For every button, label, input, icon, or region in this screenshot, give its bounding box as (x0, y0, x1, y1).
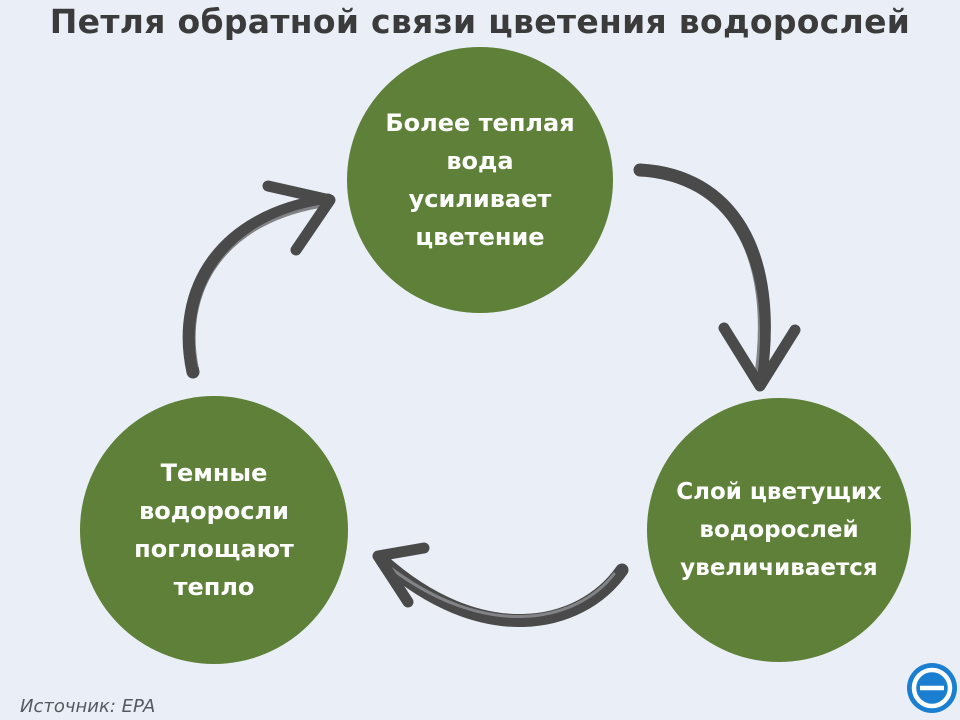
cycle-node-warmer-water: Более теплая вода усиливает цветение (347, 47, 613, 313)
page-title: Петля обратной связи цветения водорослей (49, 2, 911, 41)
arrow-left-to-top (182, 180, 336, 379)
node-label: Слой цветущих водорослей увеличивается (676, 479, 882, 581)
cycle-node-dark-algae: Темные водоросли поглощают тепло (80, 396, 348, 664)
source-caption: Источник: EPA (20, 696, 156, 717)
arrow-right-to-left (372, 542, 629, 627)
node-label: Более теплая вода усиливает цветение (385, 109, 575, 251)
arrow-top-to-right (633, 163, 801, 392)
cycle-node-bloom-layer: Слой цветущих водорослей увеличивается (647, 398, 911, 662)
circle-logo-icon (907, 663, 957, 713)
node-label: Темные водоросли поглощают тепло (134, 459, 294, 601)
